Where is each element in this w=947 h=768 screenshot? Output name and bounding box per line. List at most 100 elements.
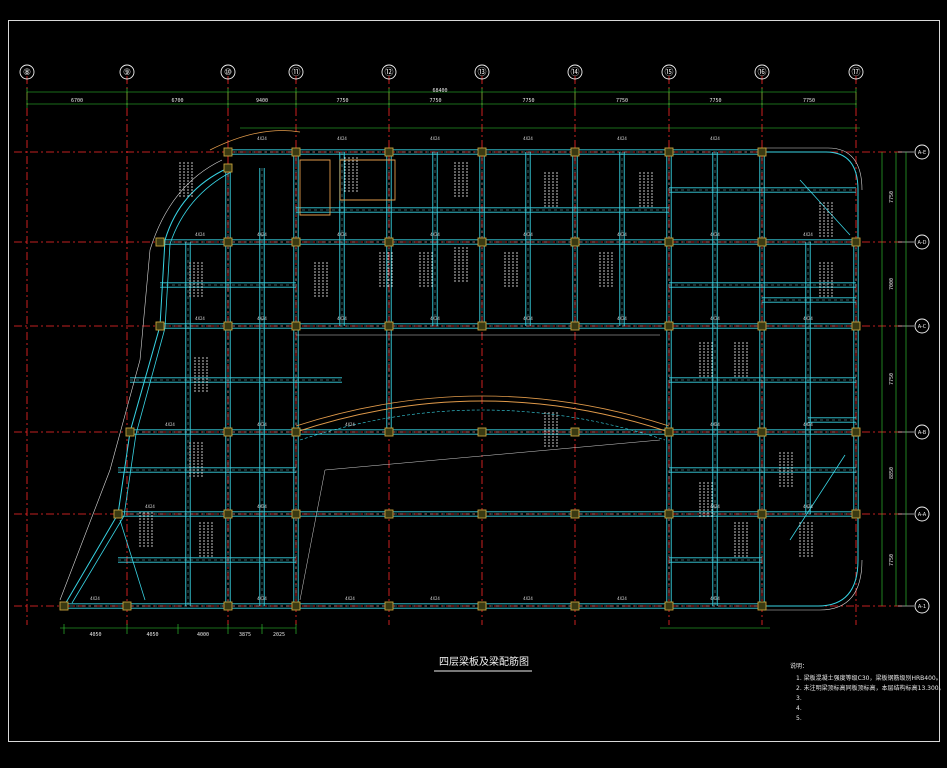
column-15 <box>851 237 861 247</box>
beam-label-33: 4X24 <box>90 596 100 601</box>
edge-left-slab <box>59 159 223 601</box>
column-28 <box>570 427 580 437</box>
beam-label-31: 4X24 <box>165 422 175 427</box>
dim-text-right-1: 7000 <box>889 278 895 290</box>
beam-label-9: 4X24 <box>523 232 533 237</box>
column-37 <box>664 509 674 519</box>
beam-label-21: 4X24 <box>257 504 267 509</box>
axis-label-col-2: ⑩ <box>224 68 232 78</box>
axis-bubble-row-1 <box>914 234 930 250</box>
beam-label-4: 4X24 <box>617 136 627 141</box>
column-4 <box>570 147 580 157</box>
dim-text-right-3: 8850 <box>889 467 895 479</box>
column-31 <box>851 427 861 437</box>
beam-label-5: 4X24 <box>710 136 720 141</box>
axis-bubble-col-7 <box>661 64 677 80</box>
axis-bubble-col-3 <box>288 64 304 80</box>
beam-label-14: 4X24 <box>430 316 440 321</box>
axis-label-row-2: A-C <box>918 324 927 330</box>
beam-layer <box>59 130 863 611</box>
axis-label-col-1: ⑨ <box>123 68 131 78</box>
atrium-outline <box>296 334 661 601</box>
beam-label-17: 4X24 <box>710 316 720 321</box>
stair-box-2 <box>339 159 396 201</box>
dim-text-bottom-2: 4000 <box>197 632 209 638</box>
column-49 <box>155 237 165 247</box>
edge-top-right-slab <box>764 147 863 191</box>
axis-bubble-col-5 <box>474 64 490 80</box>
dim-text-bottom-3: 3875 <box>239 632 251 638</box>
column-16 <box>223 321 233 331</box>
column-layer <box>59 147 861 611</box>
column-0 <box>223 147 233 157</box>
edge-left-outer <box>63 167 229 607</box>
column-18 <box>384 321 394 331</box>
column-24 <box>223 427 233 437</box>
column-10 <box>384 237 394 247</box>
dim-text-right-4: 7750 <box>889 554 895 566</box>
beam-label-28: 4X24 <box>710 596 720 601</box>
beam-label-8: 4X24 <box>430 232 440 237</box>
column-42 <box>384 601 394 611</box>
column-1 <box>291 147 301 157</box>
column-46 <box>757 601 767 611</box>
axis-label-row-4: A-A <box>918 512 927 518</box>
column-3 <box>477 147 487 157</box>
column-13 <box>664 237 674 247</box>
edge-top-right-corner <box>762 151 859 240</box>
dim-text-bottom-4: 2025 <box>273 632 285 638</box>
axis-bubble-col-9 <box>848 64 864 80</box>
column-43 <box>477 601 487 611</box>
beam-label-13: 4X24 <box>337 316 347 321</box>
beam-label-20: 4X24 <box>710 422 720 427</box>
axis-bubble-row-4 <box>914 506 930 522</box>
dim-text-top-5: 7750 <box>522 98 534 104</box>
beam-label-23: 4X24 <box>257 596 267 601</box>
column-36 <box>570 509 580 519</box>
column-22 <box>757 321 767 331</box>
edge-bottom-right-corner <box>762 514 859 607</box>
column-53 <box>59 601 69 611</box>
axis-bubble-row-5 <box>914 598 930 614</box>
beam-label-37: 4X24 <box>803 504 813 509</box>
dim-text-top-0: 6700 <box>71 98 83 104</box>
column-45 <box>664 601 674 611</box>
column-50 <box>155 321 165 331</box>
column-14 <box>757 237 767 247</box>
axis-bubble-col-8 <box>754 64 770 80</box>
beam-label-34: 4X24 <box>803 232 813 237</box>
axis-bubble-col-0 <box>19 64 35 80</box>
beam-label-27: 4X24 <box>617 596 627 601</box>
beam-label-32: 4X24 <box>145 504 155 509</box>
column-48 <box>223 163 233 173</box>
beam-label-2: 4X24 <box>430 136 440 141</box>
beam-label-6: 4X24 <box>257 232 267 237</box>
column-27 <box>477 427 487 437</box>
dim-text-top-3: 7750 <box>336 98 348 104</box>
beam-label-0: 4X24 <box>257 136 267 141</box>
column-40 <box>223 601 233 611</box>
column-2 <box>384 147 394 157</box>
axis-label-row-3: A-B <box>918 430 927 436</box>
beam-label-25: 4X24 <box>430 596 440 601</box>
column-26 <box>384 427 394 437</box>
axis-label-col-9: ⑰ <box>851 67 860 78</box>
column-38 <box>757 509 767 519</box>
column-20 <box>570 321 580 331</box>
beam-label-7: 4X24 <box>337 232 347 237</box>
edge-top-left-curve <box>209 130 301 151</box>
beam-label-29: 4X24 <box>195 232 205 237</box>
dim-text-right-0: 7750 <box>889 191 895 203</box>
axis-label-col-7: ⑮ <box>664 67 673 78</box>
beam-label-1: 4X24 <box>337 136 347 141</box>
dim-text-top-6: 7750 <box>616 98 628 104</box>
arch-beam-outer <box>295 400 670 433</box>
column-34 <box>384 509 394 519</box>
column-23 <box>851 321 861 331</box>
axis-label-row-0: A-E <box>918 150 926 156</box>
column-52 <box>113 509 123 519</box>
arch-beam-inner <box>295 395 670 427</box>
dim-text-top-7: 7750 <box>709 98 721 104</box>
